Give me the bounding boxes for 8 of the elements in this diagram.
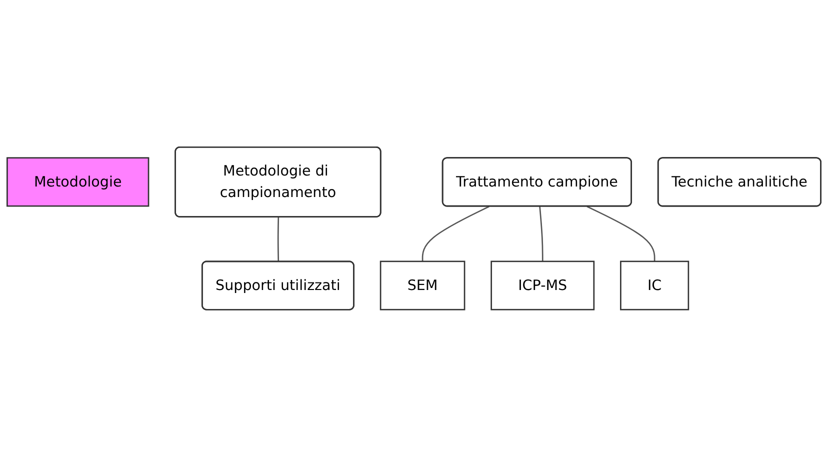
node-box: IC bbox=[620, 260, 690, 310]
node-box: ICP-MS bbox=[490, 260, 595, 310]
connector bbox=[277, 216, 280, 262]
node-box: Metodologie bbox=[6, 156, 150, 206]
connector bbox=[422, 206, 490, 262]
node-box: SEM bbox=[380, 260, 466, 310]
connector bbox=[539, 206, 544, 262]
connector bbox=[586, 206, 656, 262]
